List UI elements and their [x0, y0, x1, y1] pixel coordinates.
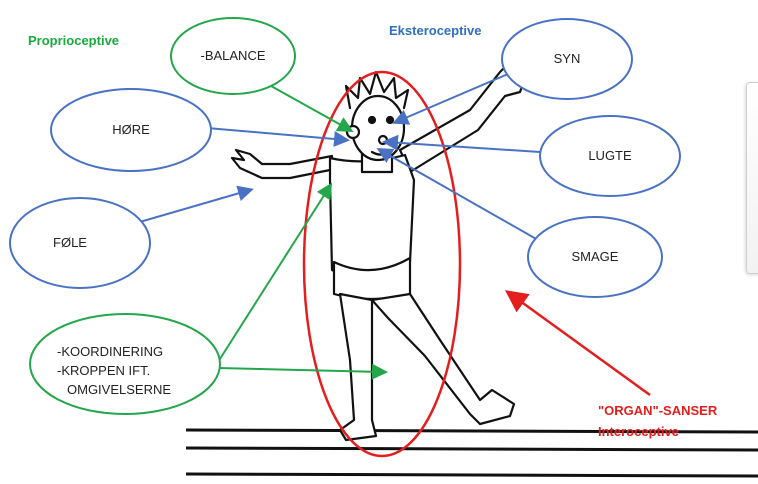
bubble-lugte: LUGTE [539, 115, 681, 197]
arrow-lugte [382, 134, 541, 153]
bubble-syn-label: SYN [554, 51, 581, 66]
bubble-hore-label: HØRE [112, 122, 150, 137]
bubble-koordinering-line3: OMGIVELSERNE [67, 382, 171, 397]
side-panel-fragment [746, 82, 758, 274]
bubble-lugte-label: LUGTE [588, 148, 632, 163]
bubble-koordinering-line1: -KOORDINERING [57, 344, 163, 359]
bubble-fole-label: FØLE [53, 235, 87, 250]
header-eksteroceptive: Eksteroceptive [389, 23, 482, 38]
arrow-hore [206, 127, 350, 147]
header-proprioceptive: Proprioceptive [28, 33, 119, 48]
header-organ-sanser: "ORGAN"-SANSER [598, 403, 718, 418]
bubble-balance-label: -BALANCE [200, 48, 265, 63]
interoceptive-ellipse [302, 70, 462, 458]
arrow-organ [504, 290, 651, 397]
bubble-hore: HØRE [50, 88, 212, 172]
arrow-syn [392, 67, 523, 125]
bubble-balance: -BALANCE [170, 17, 296, 95]
bubble-koordinering-line2: -KROPPEN IFT. [57, 363, 150, 378]
connector-arrows [111, 67, 651, 397]
arrow-smage [376, 148, 539, 241]
bubble-smage: SMAGE [527, 216, 663, 298]
bubble-fole: FØLE [9, 197, 151, 289]
cartoon-figure [230, 58, 527, 442]
ground-lines [185, 428, 758, 478]
bubble-smage-label: SMAGE [572, 249, 619, 264]
arrow-balance [270, 85, 354, 132]
arrow-koordinering-arm [217, 182, 333, 363]
header-interoceptive: Interoceptive [598, 424, 679, 439]
arrow-koordinering-leg [217, 363, 388, 380]
bubble-koordinering: -KOORDINERING -KROPPEN IFT. OMGIVELSERNE [29, 313, 221, 415]
bubble-syn: SYN [501, 18, 633, 100]
